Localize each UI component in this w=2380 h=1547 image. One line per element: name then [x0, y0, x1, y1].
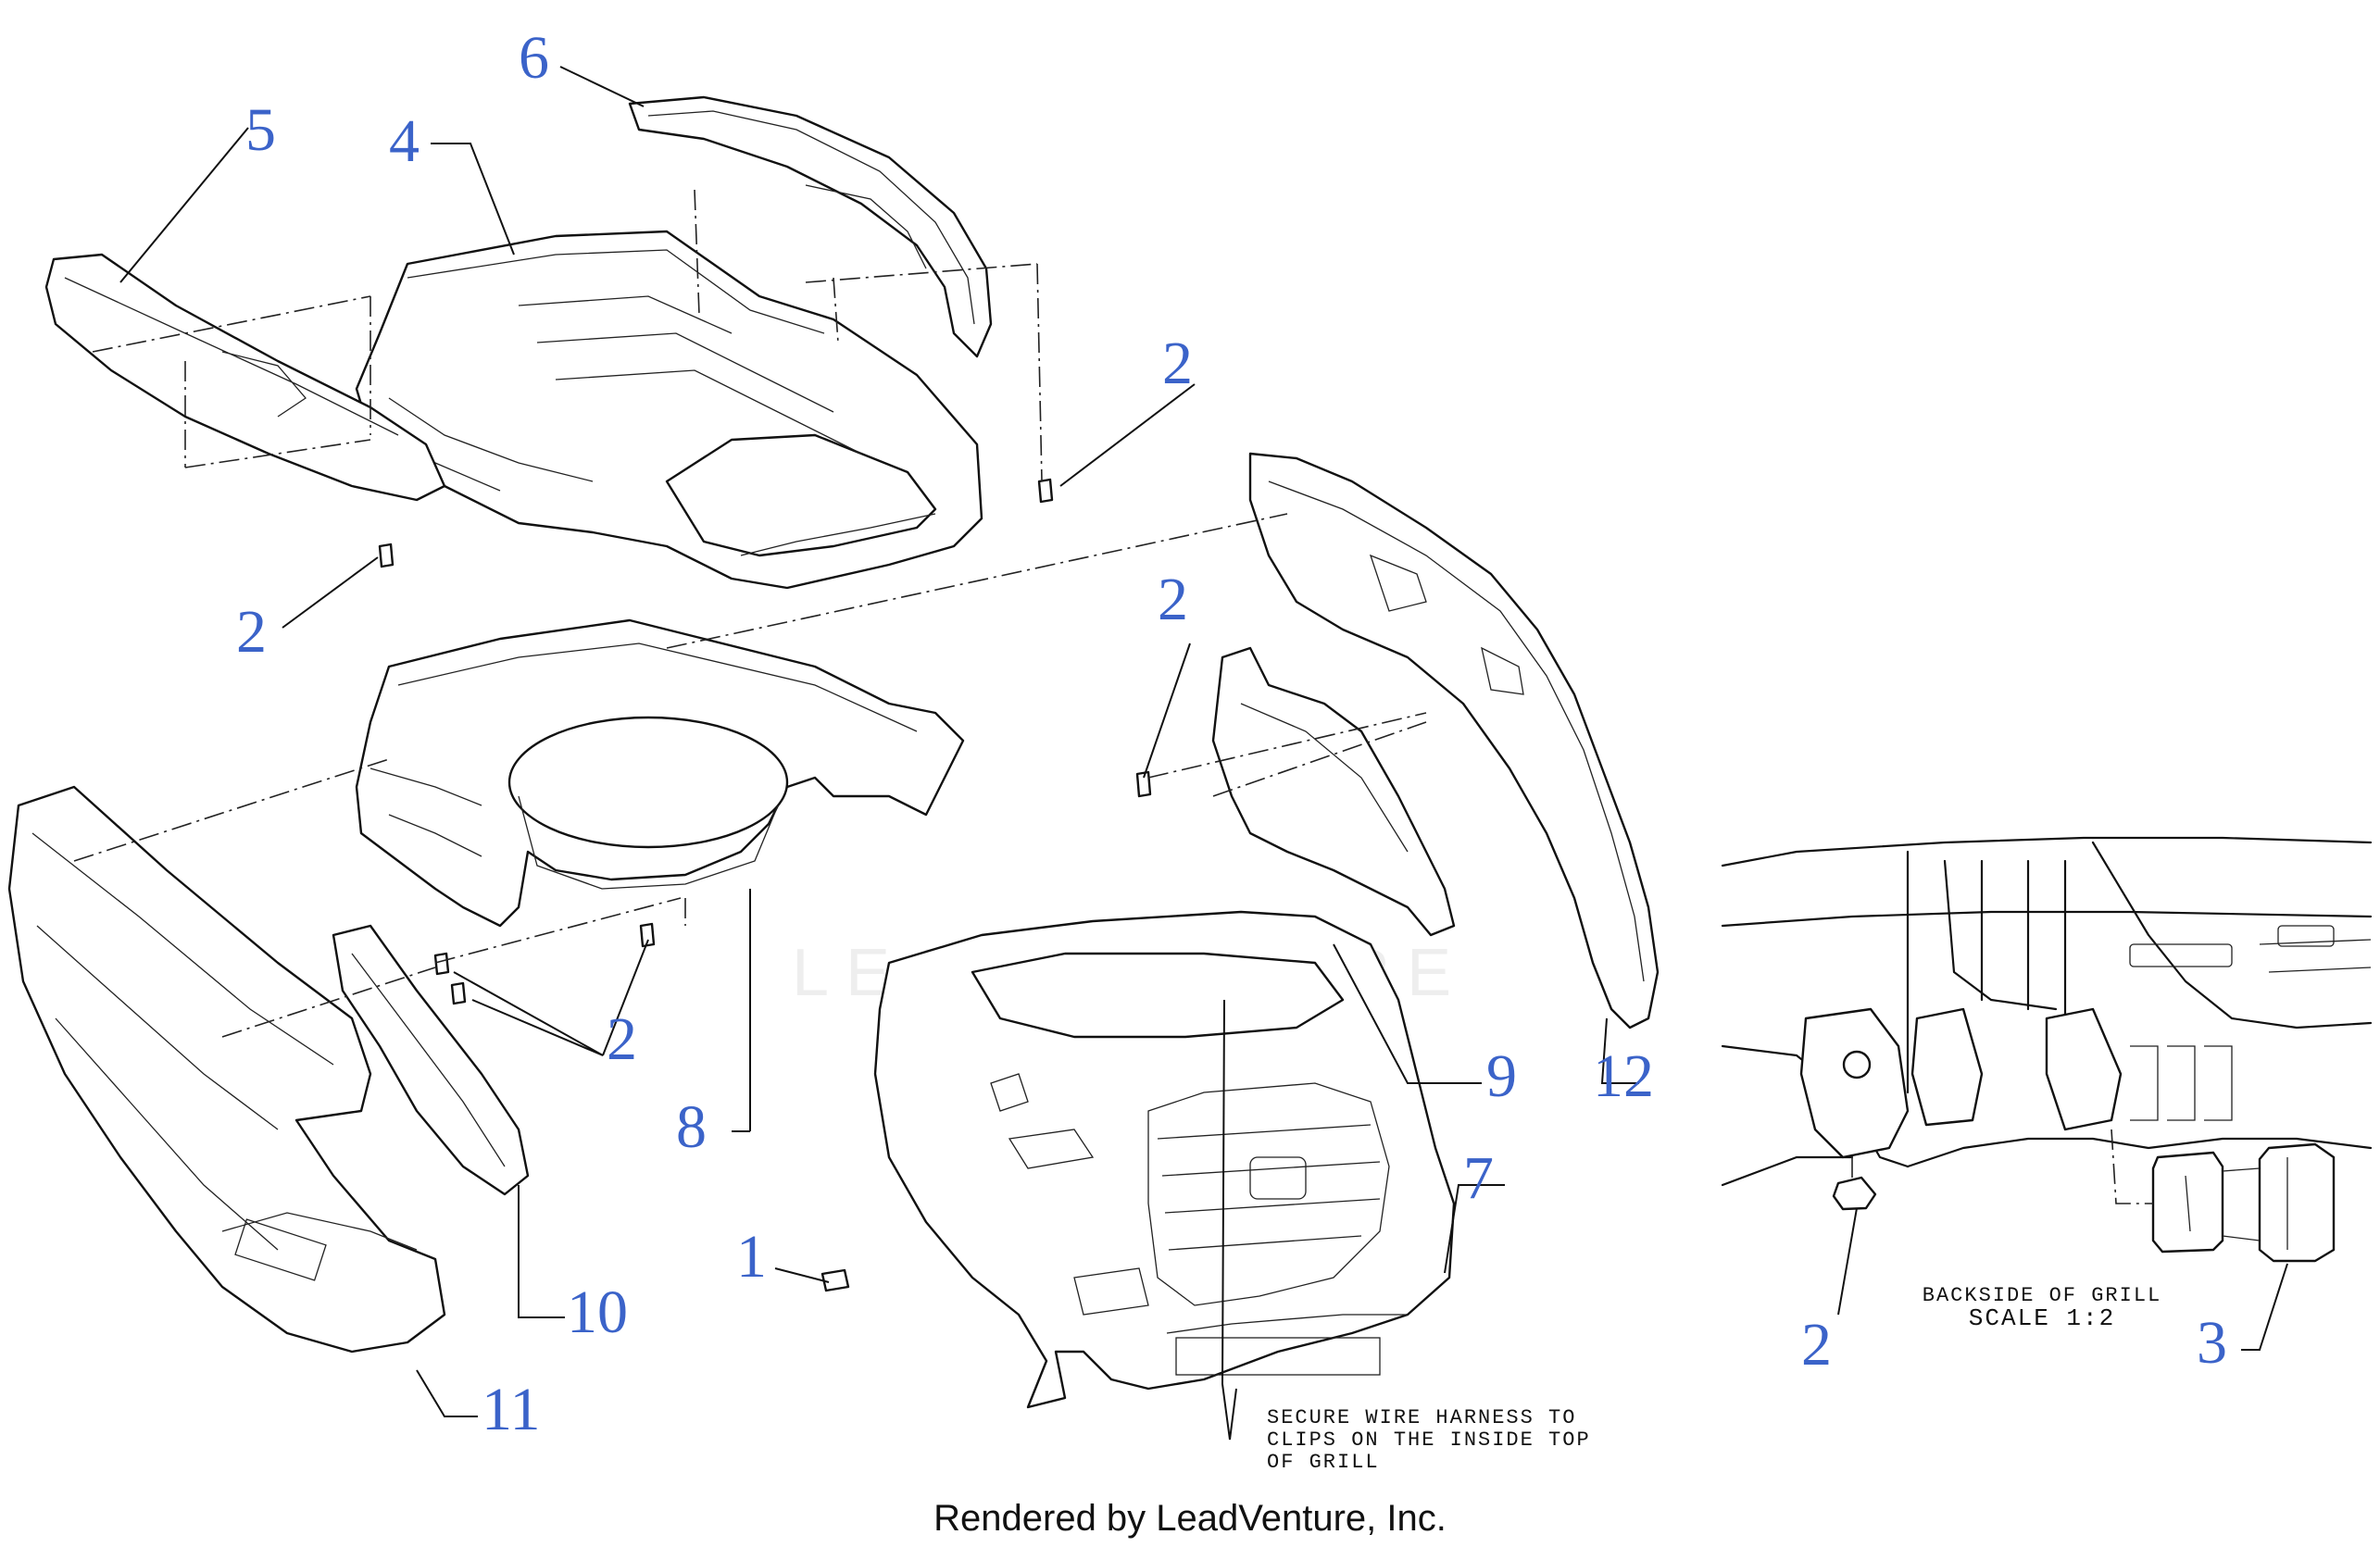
wire-harness-note: SECURE WIRE HARNESS TO CLIPS ON THE INSI… — [1267, 1406, 1591, 1474]
callout-5: 5 — [245, 96, 276, 164]
footer-credit: Rendered by LeadVenture, Inc. — [933, 1498, 1447, 1539]
callout-3: 3 — [2197, 1309, 2227, 1377]
part-6-trim — [628, 95, 993, 358]
callout-6: 6 — [519, 24, 549, 92]
part-7-grill — [873, 910, 1456, 1409]
callout-7: 7 — [1463, 1144, 1494, 1212]
callout-10: 10 — [567, 1279, 628, 1346]
leader-lines — [119, 66, 2288, 1441]
callout-12: 12 — [1593, 1042, 1654, 1110]
callout-8: 8 — [676, 1093, 707, 1161]
inset-backside-of-grill — [1721, 836, 2373, 1263]
backside-title: BACKSIDE OF GRILL — [1922, 1284, 2162, 1307]
scale-label: SCALE 1:2 — [1968, 1304, 2116, 1332]
callout-2-inset: 2 — [1801, 1311, 1832, 1379]
callout-2-hood-right: 2 — [1162, 330, 1193, 397]
fasteners — [378, 478, 1152, 1292]
part-5-trim — [44, 253, 446, 502]
callout-9: 9 — [1486, 1042, 1517, 1110]
callout-2-body: 2 — [607, 1005, 637, 1073]
callout-11: 11 — [482, 1376, 541, 1443]
part-11-bumper — [7, 785, 446, 1354]
assembly-lines — [73, 189, 2153, 1204]
part-12-panel — [1248, 452, 1660, 1029]
callout-2-hood-left: 2 — [236, 598, 267, 666]
part-8-body — [355, 618, 965, 928]
callout-2-fender: 2 — [1158, 566, 1188, 633]
part-9-fender — [1211, 646, 1456, 937]
callout-1: 1 — [736, 1223, 767, 1291]
callout-4: 4 — [389, 107, 420, 175]
part-10-panel — [332, 924, 530, 1196]
part-4-hood — [355, 230, 983, 590]
